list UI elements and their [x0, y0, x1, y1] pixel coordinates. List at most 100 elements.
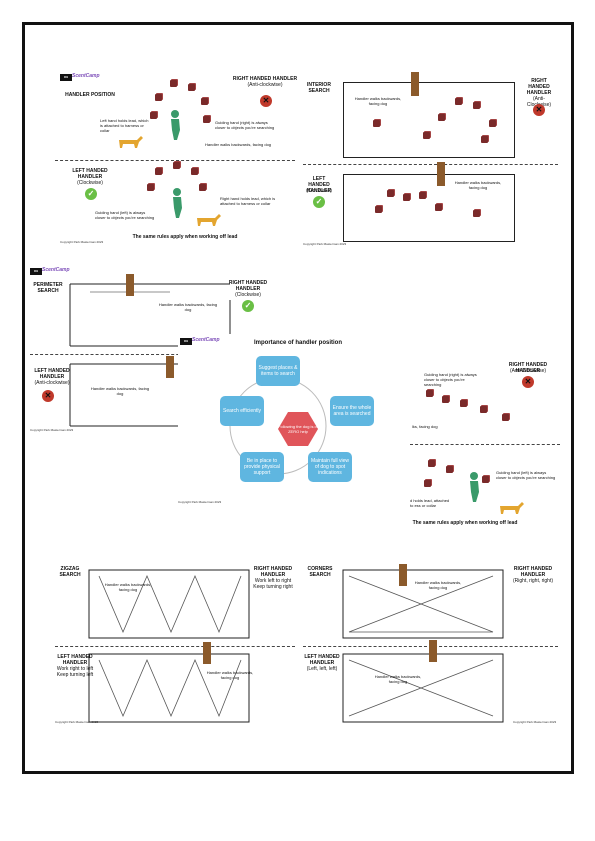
interior-search-panel: INTERIOR SEARCH RIGHT HANDED HANDLER (An…	[303, 70, 558, 250]
corners-search-panel: CORNERS SEARCH RIGHT HANDED HANDLER (Rig…	[303, 560, 558, 730]
cube	[473, 210, 480, 217]
right-handed-title: RIGHT HANDED HANDLER	[526, 78, 552, 96]
note-lead-right: Right hand holds lead, which is attached…	[220, 196, 276, 206]
cube	[373, 120, 380, 127]
left-handed-title: LEFT HANDED HANDLER	[72, 168, 108, 180]
cube	[426, 390, 433, 397]
cube	[173, 162, 180, 169]
divider	[30, 354, 270, 355]
right-handed-sub: (Anti-Clockwise)	[509, 368, 547, 374]
cube	[201, 98, 208, 105]
footer-note: The same rules apply when working off le…	[412, 520, 518, 526]
door	[429, 640, 437, 662]
right-handed-title: RIGHT HANDED HANDLER	[508, 362, 548, 374]
room-diagram	[343, 174, 515, 242]
note-guiding-right: Guiding hand (right) is always closer to…	[424, 372, 477, 387]
cube	[387, 190, 394, 197]
door	[411, 72, 419, 96]
logo-k9: K9	[30, 268, 42, 275]
walk-note: Handler walks backwards, facing dog	[414, 580, 462, 590]
cube	[435, 204, 442, 211]
door	[126, 274, 134, 296]
logo-k9: K9	[60, 74, 72, 81]
walk-note: Handler walks backwards, facing dog	[158, 302, 218, 312]
copyright: Copyright Park Masterman 2023	[178, 500, 222, 504]
cycle-node: Search efficiently	[220, 396, 264, 426]
cube	[170, 80, 177, 87]
cube	[423, 132, 430, 139]
copyright: Copyright Park Masterman 2023	[55, 720, 99, 724]
note-lead: d holds lead, attached to ess or collar	[410, 498, 450, 508]
door	[399, 564, 407, 586]
walk-note: Handler walks backwards, facing dog	[90, 386, 150, 396]
left-handed-title: LEFT HANDED HANDLER	[57, 654, 93, 666]
copyright: Copyright Park Masterman 2023	[303, 242, 347, 246]
logo: K9 ScentCamp	[60, 73, 100, 81]
note-walk-backwards: Handler walks backwards, facing dog	[205, 142, 272, 147]
zigzag-route	[88, 653, 250, 723]
cube	[419, 192, 426, 199]
right-handed-sub2: Keep turning right	[253, 584, 293, 590]
left-handed-sub2: Keep turning left	[56, 672, 94, 678]
cube	[155, 94, 162, 101]
cycle-node: Ensure the whole area is searched	[330, 396, 374, 426]
corners-route	[342, 569, 504, 639]
handler-figure-icon	[171, 110, 180, 140]
walk-note: Handler walks backwards, facing dog	[354, 96, 402, 106]
panel-title: INTERIOR SEARCH	[307, 82, 331, 94]
correct-icon: ✓	[85, 188, 97, 200]
wrong-icon: ✕	[522, 376, 534, 388]
walk-note: Handler walks backwards, facing dog	[374, 674, 422, 684]
cube	[480, 406, 487, 413]
walk-note: Handler walks backwards, facing dog	[104, 582, 152, 592]
left-handed-sub: (Left, left, left)	[306, 666, 338, 672]
left-handed-title: LEFT HANDED HANDLER	[304, 654, 340, 666]
divider	[410, 444, 560, 445]
left-handed-title: LEFT HANDED HANDLER	[306, 176, 332, 194]
cube	[438, 114, 445, 121]
cube	[403, 194, 410, 201]
cycle-node: Be in place to provide physical support	[240, 452, 284, 482]
cube	[481, 136, 488, 143]
cube	[147, 184, 154, 191]
walk-note: lks, facing dog	[412, 424, 438, 429]
wrong-icon: ✕	[260, 95, 272, 107]
dog-icon	[197, 214, 221, 226]
note-guiding-left: Guiding hand (left) is always closer to …	[496, 470, 556, 480]
logo-k9: K9	[180, 338, 192, 345]
cube	[446, 466, 453, 473]
right-handed-sub: (Anti-clockwise)	[247, 82, 283, 88]
logo-script: ScentCamp	[42, 267, 70, 273]
left-handed-sub: (Clockwise)	[306, 188, 332, 194]
cube	[191, 168, 198, 175]
divider	[55, 160, 295, 161]
zigzag-search-panel: ZIGZAG SEARCH RIGHT HANDED HANDLER Work …	[55, 560, 295, 730]
wrong-icon: ✕	[42, 390, 54, 402]
handler-position-panel: K9 ScentCamp HANDLER POSITION RIGHT HAND…	[55, 70, 297, 250]
divider	[303, 164, 558, 165]
cube	[442, 396, 449, 403]
panel-title: CORNERS SEARCH	[307, 566, 333, 578]
correct-icon: ✓	[313, 196, 325, 208]
right-handed-title: RIGHT HANDED HANDLER	[228, 280, 268, 292]
door	[166, 356, 174, 378]
correct-icon: ✓	[242, 300, 254, 312]
cube	[502, 414, 509, 421]
divider	[55, 646, 295, 647]
dog-icon	[119, 136, 143, 148]
cube	[489, 120, 496, 127]
importance-panel: K9 ScentCamp Importance of handler posit…	[178, 334, 378, 514]
copyright: Copyright Park Masterman 2023	[60, 240, 104, 244]
right-handed-title: RIGHT HANDED HANDLER	[253, 566, 293, 578]
note-guiding-left: Guiding hand (left) is always closer to …	[95, 210, 155, 220]
cube	[424, 480, 431, 487]
corners-route	[342, 653, 504, 723]
door	[203, 642, 211, 664]
cube	[428, 460, 435, 467]
panel-title: ZIGZAG SEARCH	[59, 566, 81, 578]
walk-note: Handler walks backwards, facing dog	[206, 670, 254, 680]
cube	[473, 102, 480, 109]
right-handed-sub1: Work left to right	[254, 578, 292, 584]
cycle-node: Maintain full view of dog to spot indica…	[308, 452, 352, 482]
cube	[150, 112, 157, 119]
